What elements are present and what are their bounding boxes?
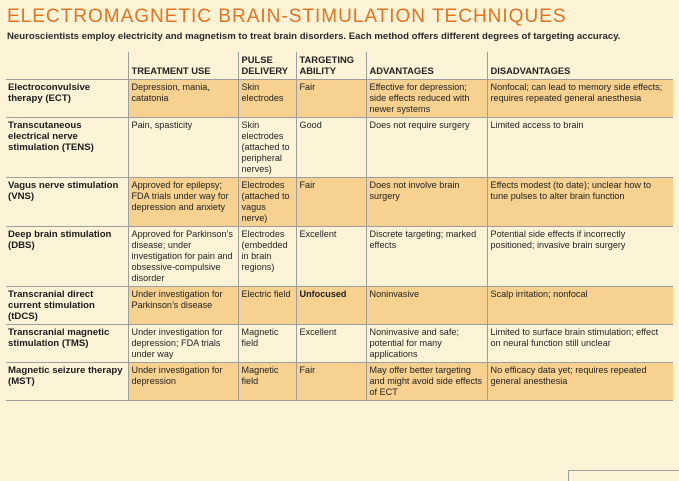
advantages-cell: Does not require surgery (365, 117, 487, 178)
advantages-cell: May offer better targeting and might avo… (365, 362, 487, 401)
technique-name: Vagus nerve stimulation (VNS) (8, 180, 119, 202)
targeting-ability-cell: Fair (295, 79, 366, 118)
pulse-delivery-cell: Electric field (237, 286, 296, 325)
disadvantages-cell: Potential side effects if incorrectly po… (486, 226, 673, 287)
targeting-ability-cell: Fair (295, 362, 366, 401)
targeting-ability-cell: Fair (295, 177, 366, 227)
disadvantages-cell: Scalp irritation; nonfocal (486, 286, 673, 325)
treatment-use-cell: Approved for Parkinson’s disease; under … (127, 226, 238, 287)
header-technique (6, 52, 128, 80)
table-row: Transcranial direct current stimulation … (6, 286, 673, 325)
pulse-delivery-cell: Skin electrodes (attached to peripheral … (237, 117, 296, 178)
technique-name: Transcutaneous electrical nerve stimulat… (8, 120, 94, 153)
header-disadvantages: DISADVANTAGES (486, 52, 673, 80)
advantages-cell: Discrete targeting; marked effects (365, 226, 487, 287)
pulse-delivery-cell: Magnetic field (237, 362, 296, 401)
treatment-use-cell: Under investigation for depression; FDA … (127, 324, 238, 363)
disadvantages-cell: No efficacy data yet; requires repeated … (486, 362, 673, 401)
corner-rule (568, 470, 679, 481)
advantages-cell: Noninvasive (365, 286, 487, 325)
pulse-delivery-cell: Electrodes (embedded in brain regions) (237, 226, 296, 287)
pulse-delivery-cell: Magnetic field (237, 324, 296, 363)
header-pulse-delivery: PULSE DELIVERY (237, 52, 296, 80)
header-targeting-ability: TARGETING ABILITY (295, 52, 366, 80)
page-subtitle: Neuroscientists employ electricity and m… (7, 31, 621, 42)
page-title: ELECTROMAGNETIC BRAIN-STIMULATION TECHNI… (7, 6, 567, 27)
table-row: Magnetic seizure therapy (MST) Under inv… (6, 362, 673, 401)
targeting-ability-cell: Good (295, 117, 366, 178)
table-row: Transcutaneous electrical nerve stimulat… (6, 117, 673, 178)
table-row: Vagus nerve stimulation (VNS) Approved f… (6, 177, 673, 227)
technique-name: Transcranial magnetic stimulation (TMS) (8, 327, 110, 349)
disadvantages-cell: Effects modest (to date); unclear how to… (486, 177, 673, 227)
targeting-ability-cell: Unfocused (295, 286, 366, 325)
treatment-use-cell: Under investigation for Parkinson’s dise… (127, 286, 238, 325)
advantages-cell: Noninvasive and safe; potential for many… (365, 324, 487, 363)
technique-name: Magnetic seizure therapy (MST) (8, 365, 123, 387)
header-row: TREATMENT USE PULSE DELIVERY TARGETING A… (6, 52, 673, 80)
treatment-use-cell: Under investigation for depression (127, 362, 238, 401)
treatment-use-cell: Depression, mania, catatonia (127, 79, 238, 118)
advantages-cell: Does not involve brain surgery (365, 177, 487, 227)
pulse-delivery-cell: Electrodes (attached to vagus nerve) (237, 177, 296, 227)
disadvantages-cell: Limited access to brain (486, 117, 673, 178)
targeting-ability-cell: Excellent (295, 226, 366, 287)
technique-name: Deep brain stimulation (DBS) (8, 229, 112, 251)
table-row: Transcranial magnetic stimulation (TMS) … (6, 324, 673, 363)
disadvantages-cell: Limited to surface brain stimulation; ef… (486, 324, 673, 363)
technique-name: Electroconvulsive therapy (ECT) (8, 82, 91, 104)
table-body: Electroconvulsive therapy (ECT) Depressi… (6, 79, 673, 401)
pulse-delivery-cell: Skin electrodes (237, 79, 296, 118)
table-row: Electroconvulsive therapy (ECT) Depressi… (6, 79, 673, 118)
header-advantages: ADVANTAGES (365, 52, 487, 80)
disadvantages-cell: Nonfocal; can lead to memory side effect… (486, 79, 673, 118)
techniques-table: TREATMENT USE PULSE DELIVERY TARGETING A… (6, 52, 673, 401)
advantages-cell: Effective for depression; side effects r… (365, 79, 487, 118)
technique-name: Transcranial direct current stimulation … (8, 289, 95, 322)
targeting-ability-cell: Excellent (295, 324, 366, 363)
table-row: Deep brain stimulation (DBS) Approved fo… (6, 226, 673, 287)
treatment-use-cell: Approved for epilepsy; FDA trials under … (127, 177, 238, 227)
header-treatment-use: TREATMENT USE (127, 52, 238, 80)
treatment-use-cell: Pain, spasticity (127, 117, 238, 178)
